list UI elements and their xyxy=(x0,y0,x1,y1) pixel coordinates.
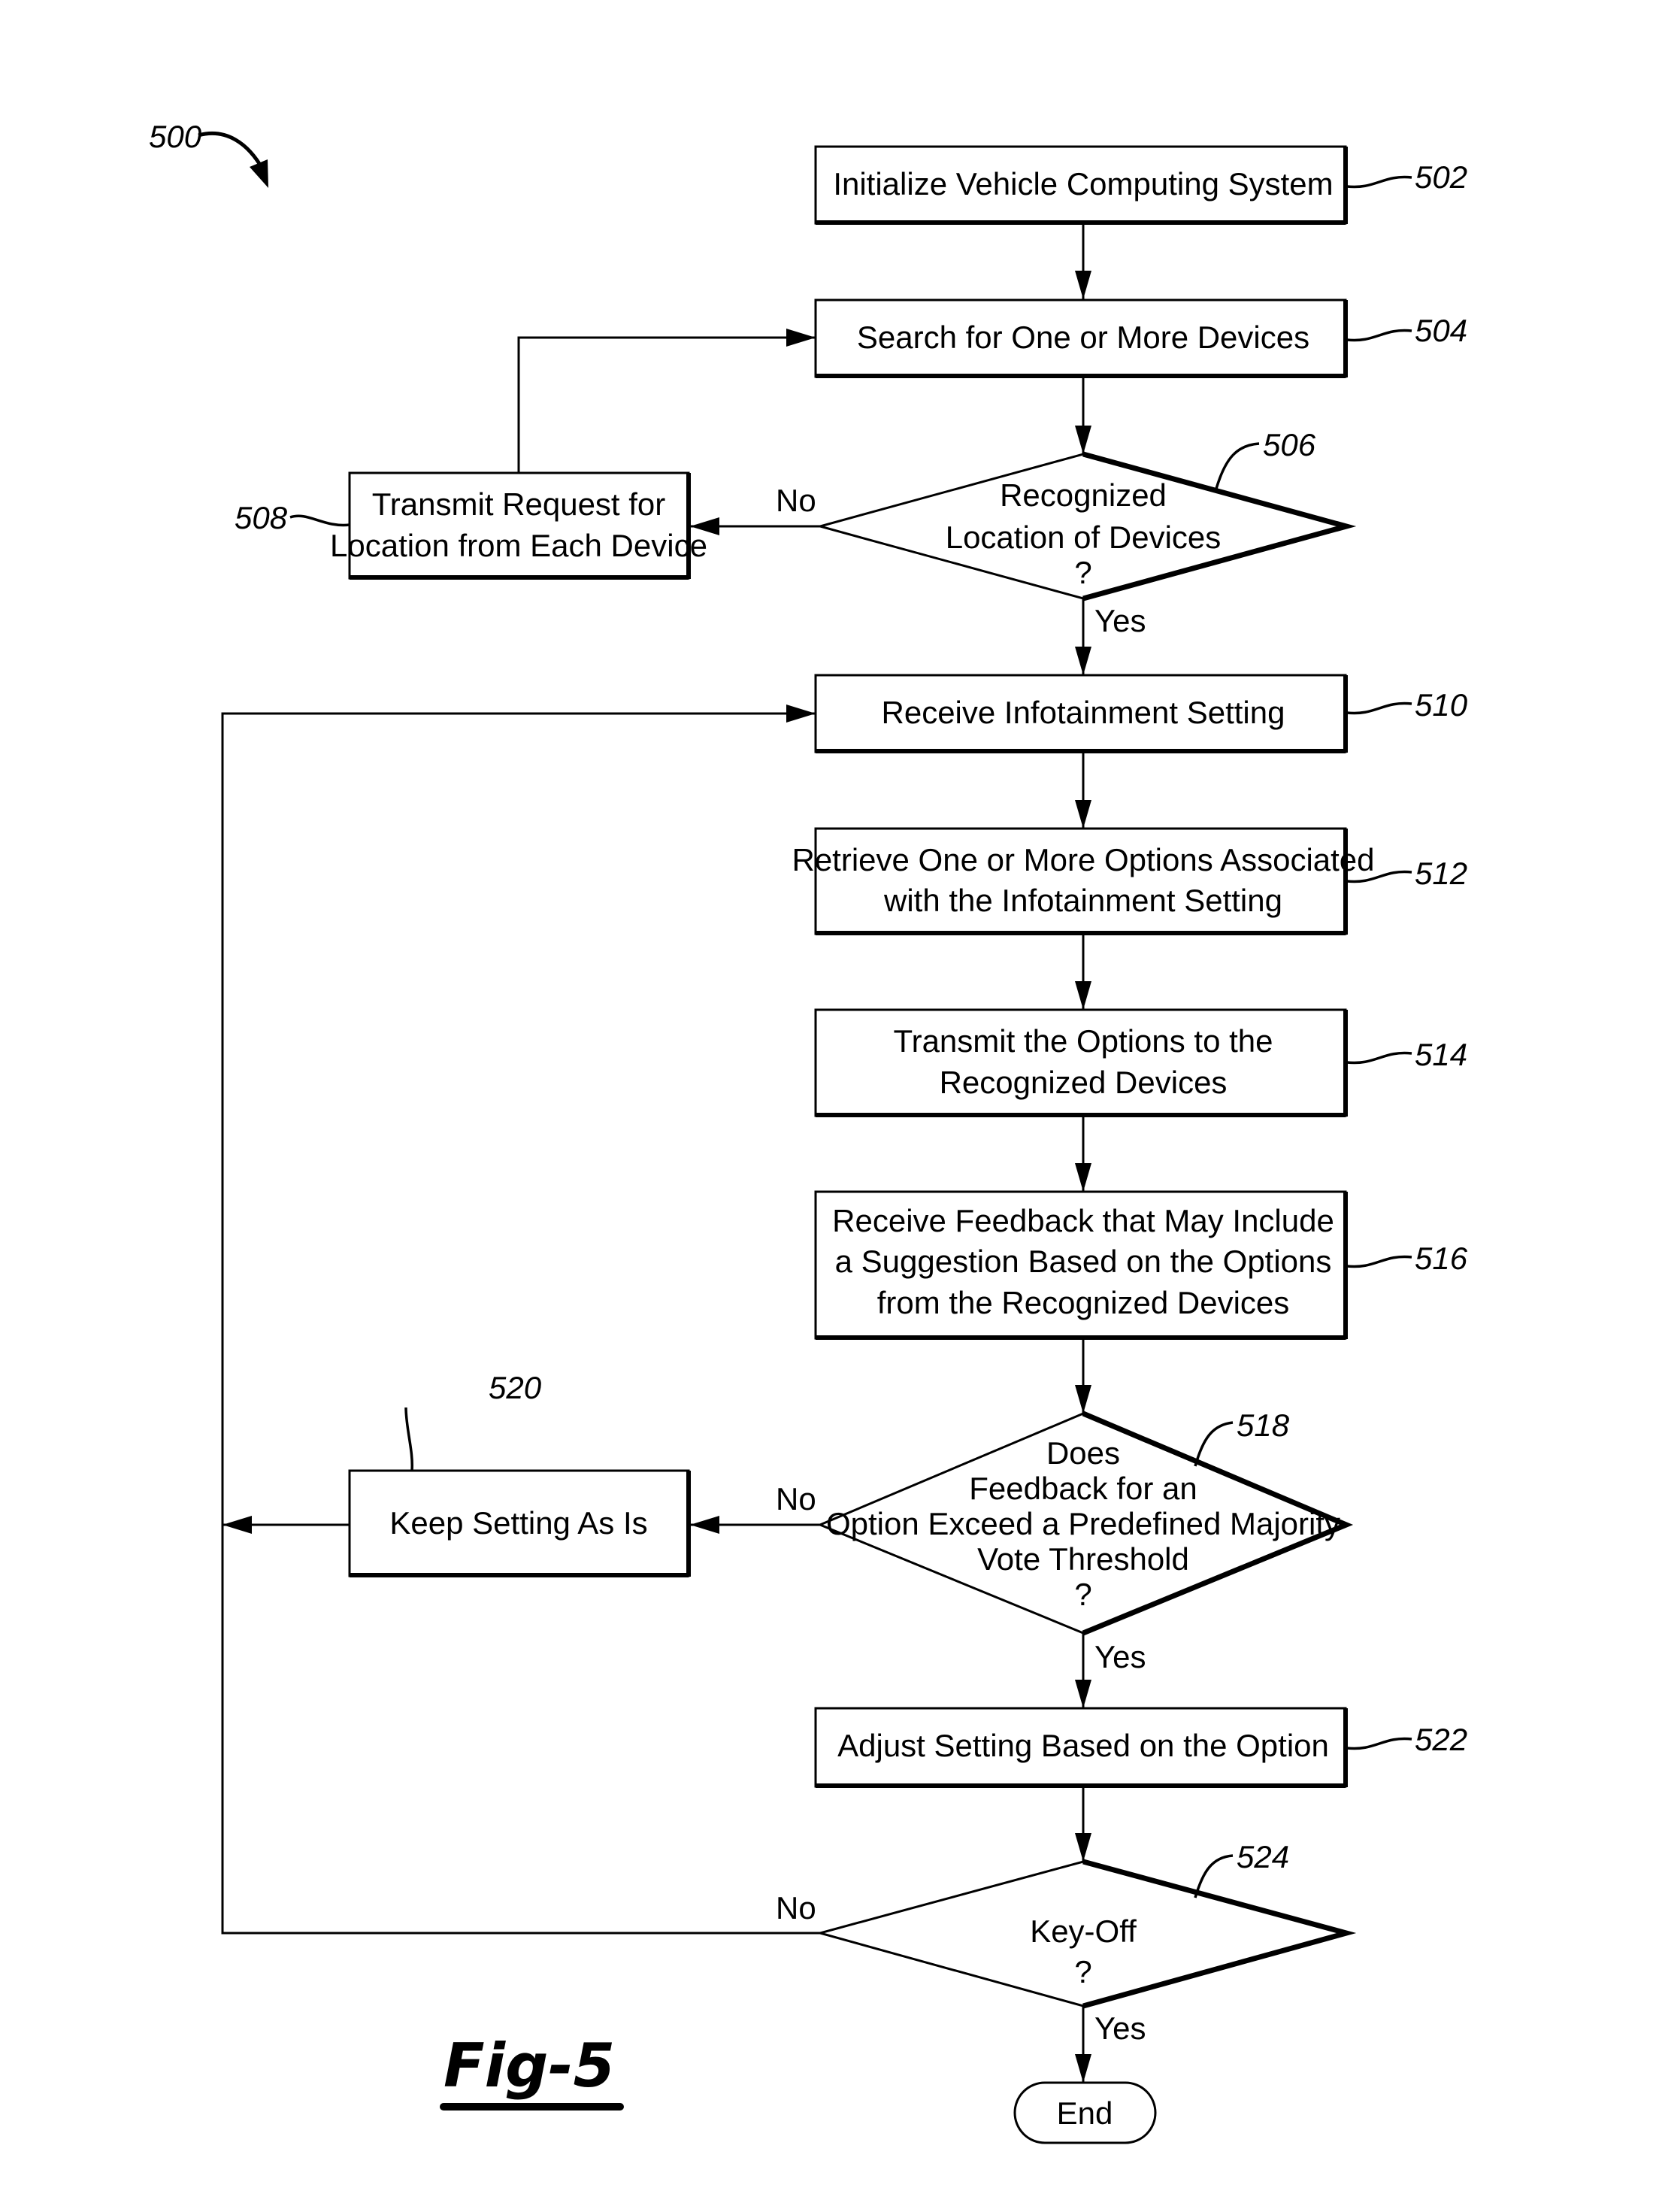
arrowhead-icon xyxy=(690,1516,719,1534)
arrowhead-icon xyxy=(786,705,816,723)
arrowhead-icon xyxy=(1075,981,1091,1010)
ref-leader xyxy=(290,516,350,525)
node-label: Adjust Setting Based on the Option xyxy=(837,1728,1329,1763)
ref-number: 518 xyxy=(1237,1407,1290,1443)
node-label: Does xyxy=(1046,1435,1120,1471)
node-label: Search for One or More Devices xyxy=(857,320,1309,355)
ref-number: 504 xyxy=(1415,313,1467,348)
node-label: Initialize Vehicle Computing System xyxy=(833,166,1333,202)
node-label: with the Infotainment Setting xyxy=(883,883,1282,918)
node-label: Recognized Devices xyxy=(940,1065,1228,1100)
node-label: Location from Each Device xyxy=(330,528,707,563)
ref-number: 510 xyxy=(1415,687,1468,723)
figure-caption-underline xyxy=(440,2103,624,2110)
branch-label-no: No xyxy=(776,1890,816,1926)
ref-leader xyxy=(1347,1738,1412,1748)
ref-number: 502 xyxy=(1415,159,1467,195)
node-label: Transmit the Options to the xyxy=(893,1023,1273,1059)
edge-524-510 xyxy=(223,714,820,1933)
node-504-search: Search for One or More Devices 504 xyxy=(816,300,1467,377)
arrowhead-icon xyxy=(1075,647,1091,675)
node-518-decision-threshold: Does Feedback for an Option Exceed a Pre… xyxy=(776,1407,1346,1674)
figure-caption-text: Fig-5 xyxy=(444,2031,615,2101)
ref-leader xyxy=(1347,177,1412,186)
ref-number: 520 xyxy=(489,1370,542,1405)
arrowhead-icon xyxy=(1075,426,1091,454)
node-label: Keep Setting As Is xyxy=(389,1505,647,1541)
ref-number: 512 xyxy=(1415,856,1467,891)
node-label: a Suggestion Based on the Options xyxy=(835,1244,1332,1279)
arrowhead-icon xyxy=(1075,1163,1091,1192)
arrowhead-icon xyxy=(1075,1833,1091,1862)
arrowhead-icon xyxy=(1075,1680,1091,1708)
node-label: Feedback for an xyxy=(969,1471,1197,1506)
branch-label-yes: Yes xyxy=(1094,2010,1146,2046)
ref-number: 506 xyxy=(1263,427,1316,462)
node-label: Recognized xyxy=(1000,477,1167,513)
node-516-receive-feedback: Receive Feedback that May Include a Sugg… xyxy=(816,1192,1468,1339)
edge-508-504 xyxy=(519,338,816,473)
node-520-keep-setting: Keep Setting As Is 520 xyxy=(350,1370,689,1577)
node-510-receive-setting: Receive Infotainment Setting 510 xyxy=(816,675,1468,753)
node-502-initialize: Initialize Vehicle Computing System 502 xyxy=(816,147,1467,224)
node-label: ? xyxy=(1074,1577,1091,1612)
figure-caption: Fig-5 xyxy=(440,2031,624,2110)
node-506-decision-recognized: Recognized Location of Devices ? 506 No … xyxy=(776,427,1346,638)
node-label: Location of Devices xyxy=(946,520,1222,555)
ref-number: 508 xyxy=(235,500,288,535)
branch-label-yes: Yes xyxy=(1094,603,1146,638)
ref-number: 524 xyxy=(1237,1839,1289,1874)
node-label: Option Exceed a Predefined Majority xyxy=(826,1506,1340,1541)
node-label: Receive Infotainment Setting xyxy=(882,695,1285,730)
ref-leader xyxy=(406,1407,412,1471)
arrowhead-icon xyxy=(223,1516,252,1534)
node-label: from the Recognized Devices xyxy=(877,1285,1290,1320)
ref-leader xyxy=(1347,330,1412,340)
arrowhead-icon xyxy=(1075,1385,1091,1414)
node-524-decision-key-off: Key-Off ? 524 No Yes xyxy=(776,1839,1346,2046)
node-label: Key-Off xyxy=(1030,1914,1137,1949)
ref-leader xyxy=(1195,1423,1233,1466)
node-514-transmit-options: Transmit the Options to the Recognized D… xyxy=(816,1010,1467,1117)
figure-ref-arrowhead-icon xyxy=(250,159,268,188)
arrowhead-icon xyxy=(1075,800,1091,829)
figure-ref-500: 500 xyxy=(149,119,268,188)
ref-leader xyxy=(1347,703,1412,713)
node-label: ? xyxy=(1074,1954,1091,1989)
node-label: ? xyxy=(1074,555,1091,590)
branch-label-yes: Yes xyxy=(1094,1639,1146,1674)
node-512-retrieve-options: Retrieve One or More Options Associated … xyxy=(792,829,1467,935)
ref-number: 522 xyxy=(1415,1722,1467,1757)
node-label: Transmit Request for xyxy=(372,486,666,522)
ref-leader xyxy=(1216,444,1259,489)
node-end-terminal: End xyxy=(1015,2083,1155,2143)
node-label: Vote Threshold xyxy=(977,1541,1189,1577)
figure-ref-curve xyxy=(198,133,263,170)
branch-label-no: No xyxy=(776,483,816,518)
ref-leader xyxy=(1347,1053,1412,1062)
node-522-adjust-setting: Adjust Setting Based on the Option 522 xyxy=(816,1708,1467,1787)
figure-ref-label: 500 xyxy=(149,119,202,154)
arrowhead-icon xyxy=(1075,271,1091,299)
branch-label-no: No xyxy=(776,1481,816,1517)
ref-number: 514 xyxy=(1415,1037,1467,1072)
arrowhead-icon xyxy=(786,329,816,347)
ref-leader xyxy=(1347,1256,1412,1266)
node-508-transmit-request: Transmit Request for Location from Each … xyxy=(235,473,707,579)
arrowhead-icon xyxy=(1075,2054,1091,2083)
node-label: Retrieve One or More Options Associated xyxy=(792,842,1374,877)
ref-number: 516 xyxy=(1415,1241,1468,1276)
node-label: End xyxy=(1057,2095,1113,2131)
node-label: Receive Feedback that May Include xyxy=(832,1203,1334,1238)
